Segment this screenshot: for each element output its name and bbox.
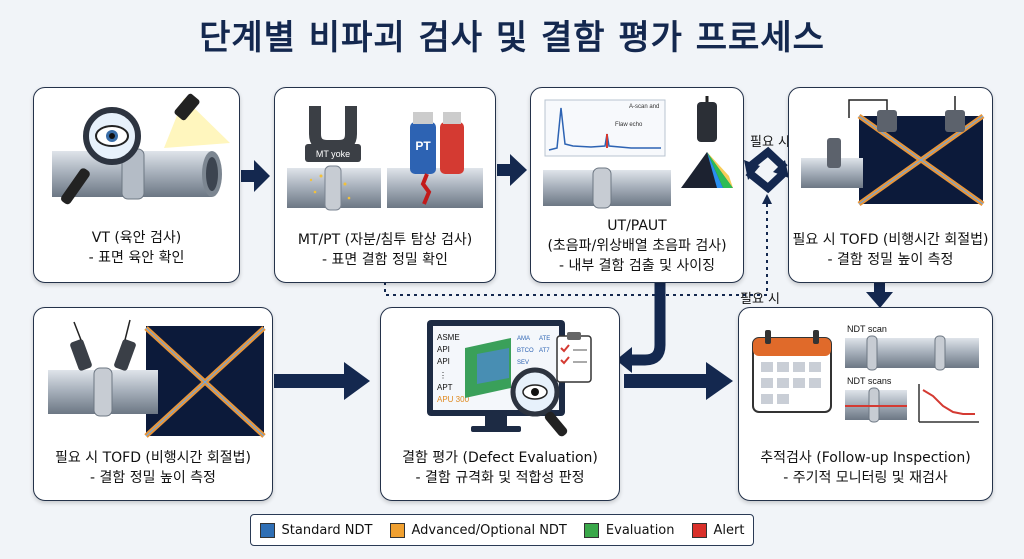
eval-title: 결함 평가 (Defect Evaluation) bbox=[402, 450, 598, 466]
dotted-feedback-path bbox=[384, 194, 772, 296]
page-title: 단계별 비파괴 검사 및 결함 평가 프로세스 bbox=[199, 18, 825, 58]
legend-label: Evaluation bbox=[605, 522, 675, 538]
screen-right-1: AMA bbox=[517, 336, 530, 342]
legend-swatch bbox=[259, 522, 275, 538]
legend-item-standard: Standard NDT bbox=[259, 522, 373, 538]
arrow-tofd-to-eval bbox=[274, 362, 370, 400]
ascan-echo: Flaw echo bbox=[615, 122, 643, 128]
pt-can-label: PT bbox=[415, 139, 431, 153]
step-card-vt: VT (육안 검사) - 표면 육안 확인 bbox=[33, 87, 240, 283]
vt-illustration bbox=[52, 93, 230, 205]
tofd-bottom-illustration bbox=[48, 319, 266, 438]
scan1-label: NDT scan bbox=[847, 324, 887, 334]
legend-label: Advanced/Optional NDT bbox=[411, 522, 567, 538]
trend-chart bbox=[918, 384, 979, 423]
scan2-label: NDT scans bbox=[847, 376, 892, 386]
eval-desc: - 결함 규격화 및 적합성 판정 bbox=[415, 470, 585, 486]
legend-swatch bbox=[389, 522, 405, 538]
if-needed-label-1: 필요 시 bbox=[750, 135, 791, 150]
screen-right-2: BTCO bbox=[517, 348, 534, 354]
screen-line-3: API bbox=[437, 357, 450, 366]
legend-label: Alert bbox=[713, 522, 745, 538]
step-card-mtpt: MT yoke PT MT/PT (자분/침투 탐상 검사) - 표면 결함 정… bbox=[274, 87, 496, 283]
arrow-mtpt-to-ut bbox=[497, 154, 527, 186]
ut-title: UT/PAUT bbox=[607, 218, 667, 234]
ascan-title: A-scan and bbox=[629, 104, 659, 110]
clipboard-icon bbox=[556, 332, 592, 383]
legend-swatch bbox=[691, 522, 707, 538]
ut-subtitle: (초음파/위상배열 초음파 검사) bbox=[547, 238, 727, 254]
screen-line-4: ⋮ bbox=[439, 371, 447, 380]
legend: Standard NDT Advanced/Optional NDT Evalu… bbox=[250, 514, 754, 546]
screen-line-5: APT bbox=[437, 383, 453, 392]
followup-title: 추적검사 (Follow-up Inspection) bbox=[760, 450, 971, 466]
arrow-ut-to-eval bbox=[616, 282, 666, 373]
screen-right-3: SEV bbox=[517, 360, 529, 366]
mtpt-illustration: MT yoke PT bbox=[287, 106, 483, 211]
mtpt-title: MT/PT (자분/침투 탐상 검사) bbox=[297, 232, 473, 248]
tofd-top-illustration bbox=[801, 96, 985, 207]
evaluation-illustration: ASME API API ⋮ APT APU 300 AMA BTCO SEV … bbox=[427, 320, 592, 437]
vt-desc: - 표면 육안 확인 bbox=[88, 250, 185, 266]
step-card-followup: NDT scan NDT scans 추적검사 (Follow-up Inspe… bbox=[738, 307, 993, 501]
legend-item-evaluation: Evaluation bbox=[583, 522, 675, 538]
if-needed-label-2: 필요 시 bbox=[740, 292, 781, 307]
magnifier-icon bbox=[61, 107, 141, 205]
step-card-tofd-bottom: 필요 시 TOFD (비행시간 회절법) - 결함 정밀 높이 측정 bbox=[33, 307, 273, 501]
calendar-icon bbox=[752, 330, 832, 413]
arrow-ut-tofd-bidirectional bbox=[744, 146, 789, 194]
legend-item-alert: Alert bbox=[691, 522, 745, 538]
ut-illustration: A-scan and Flaw echo bbox=[543, 96, 733, 209]
ut-desc: - 내부 결함 검출 및 사이징 bbox=[558, 258, 716, 274]
arrow-tofd-to-followup bbox=[866, 282, 893, 308]
screen-right-4: ATE bbox=[539, 336, 550, 342]
screen-line-2: API bbox=[437, 345, 450, 354]
step-card-defect-evaluation: ASME API API ⋮ APT APU 300 AMA BTCO SEV … bbox=[380, 307, 620, 501]
arrow-eval-to-followup bbox=[624, 362, 733, 400]
tofd-top-desc: - 결함 정밀 높이 측정 bbox=[827, 252, 954, 268]
screen-line-6: APU 300 bbox=[437, 395, 470, 404]
arrow-vt-to-mtpt bbox=[241, 160, 270, 192]
tofd-bottom-desc: - 결함 정밀 높이 측정 bbox=[90, 470, 216, 486]
legend-item-advanced: Advanced/Optional NDT bbox=[389, 522, 567, 538]
mtpt-desc: - 표면 결함 정밀 확인 bbox=[322, 252, 448, 268]
screen-line-1: ASME bbox=[437, 333, 460, 342]
legend-label: Standard NDT bbox=[281, 522, 373, 538]
followup-desc: - 주기적 모니터링 및 재검사 bbox=[783, 470, 948, 486]
legend-swatch bbox=[583, 522, 599, 538]
tofd-bottom-title: 필요 시 TOFD (비행시간 회절법) bbox=[55, 450, 251, 466]
mt-yoke-label: MT yoke bbox=[316, 149, 350, 159]
tofd-top-title: 필요 시 TOFD (비행시간 회절법) bbox=[792, 232, 989, 248]
screen-right-5: AT7 bbox=[539, 348, 550, 354]
followup-illustration: NDT scan NDT scans bbox=[752, 324, 979, 423]
step-card-ut-paut: A-scan and Flaw echo UT/PAUT (초음파/위상배열 초… bbox=[530, 87, 744, 283]
step-card-tofd-top: 필요 시 TOFD (비행시간 회절법) - 결함 정밀 높이 측정 bbox=[788, 87, 993, 283]
magnifier-eye-icon bbox=[510, 367, 568, 437]
vt-title: VT (육안 검사) bbox=[91, 230, 182, 246]
